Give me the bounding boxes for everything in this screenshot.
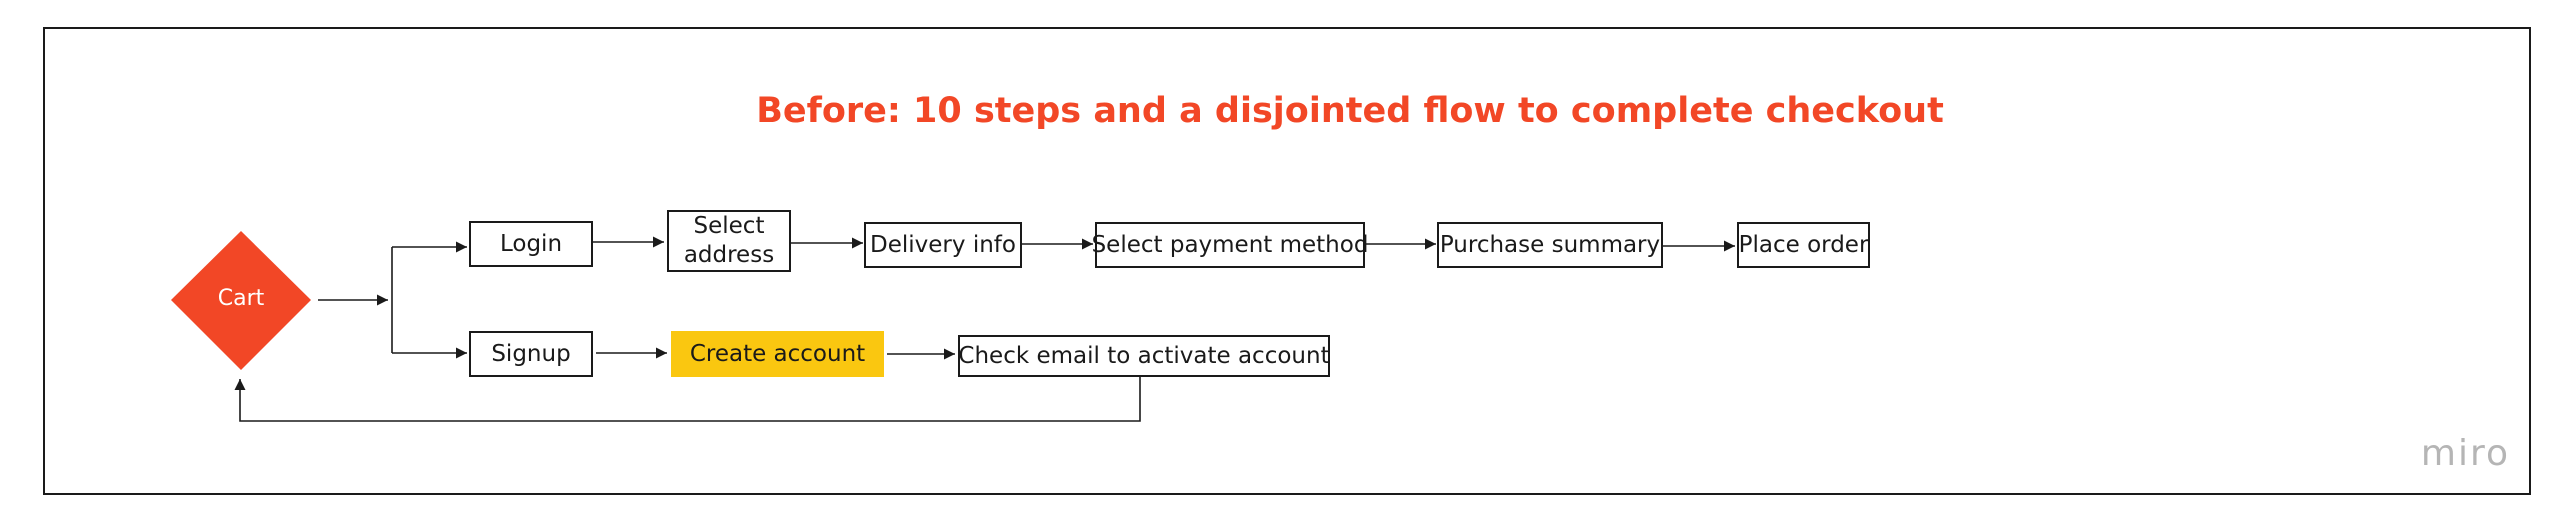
signup-label: Signup	[491, 340, 571, 367]
login-label: Login	[499, 230, 563, 257]
place-order-node[interactable]: Place order	[1737, 222, 1870, 268]
delivery-info-node[interactable]: Delivery info	[864, 222, 1022, 268]
miro-logo: miro	[2420, 433, 2510, 474]
create-account-label: Create account	[689, 340, 866, 367]
check-email-label: Check email to activate account	[958, 342, 1330, 369]
connector-check-email-to-cart	[234, 377, 1141, 422]
create-account-node[interactable]: Create account	[671, 331, 884, 377]
signup-node[interactable]: Signup	[469, 331, 593, 377]
check-email-node[interactable]: Check email to activate account	[958, 335, 1330, 377]
delivery-info-label: Delivery info	[870, 231, 1016, 258]
select-payment-method-node[interactable]: Select payment method	[1092, 222, 1368, 268]
select-payment-method-label: Select payment method	[1091, 231, 1369, 258]
cart-label: Cart	[217, 286, 265, 311]
diagram-title: Before: 10 steps and a disjointed flow t…	[756, 91, 1944, 131]
select-address-label: Select address	[683, 213, 775, 268]
purchase-summary-node[interactable]: Purchase summary	[1437, 222, 1663, 268]
board-frame	[43, 27, 2531, 495]
place-order-label: Place order	[1738, 231, 1869, 258]
select-address-node[interactable]: Select address	[667, 210, 791, 272]
cart-diamond[interactable]	[171, 231, 311, 370]
login-node[interactable]: Login	[469, 221, 593, 267]
purchase-summary-label: Purchase summary	[1439, 231, 1661, 258]
